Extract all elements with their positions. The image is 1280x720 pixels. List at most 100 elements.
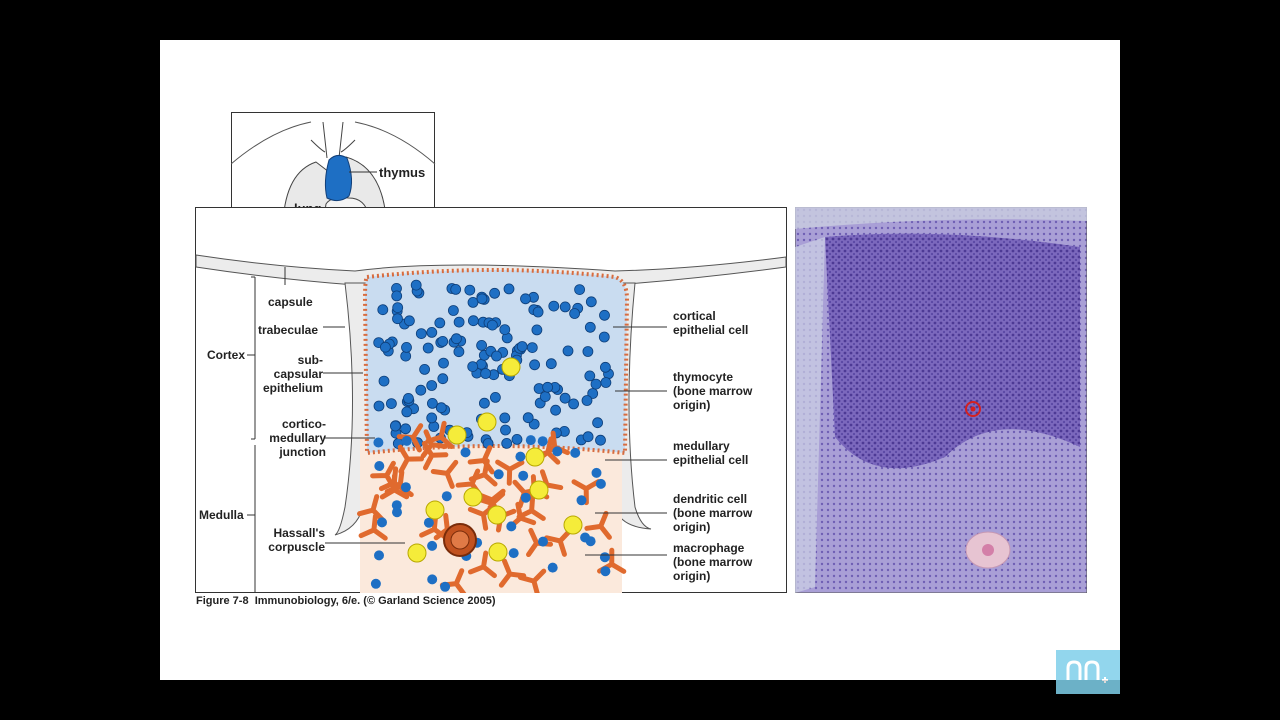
- thymocyte: [378, 375, 390, 387]
- thymocyte: [532, 306, 544, 318]
- thymocyte: [503, 283, 515, 295]
- thymocyte: [531, 324, 543, 336]
- medullary-epithelial-cell: [430, 459, 459, 489]
- medullary-epithelial-network: [357, 420, 627, 593]
- thymocyte: [391, 290, 403, 302]
- thymocyte: [489, 287, 501, 299]
- thymocyte: [525, 435, 536, 446]
- thymocyte: [476, 293, 488, 305]
- thymocyte: [537, 436, 548, 447]
- medullary-epithelial-cell: [421, 441, 449, 471]
- thymocyte: [516, 341, 528, 352]
- thymus-organ: [324, 154, 353, 202]
- thymocyte: [584, 321, 596, 333]
- thymocyte: [545, 358, 557, 370]
- thymocyte: [584, 370, 596, 382]
- thymocyte: [437, 373, 449, 385]
- thymocyte: [467, 315, 479, 327]
- label-thymus: thymus: [379, 165, 426, 180]
- label-medulla: Medulla: [199, 508, 244, 522]
- thymocyte: [515, 451, 526, 462]
- thymocyte: [447, 305, 459, 316]
- thymocyte: [590, 378, 602, 390]
- thymocyte: [559, 301, 571, 313]
- thymocyte: [598, 331, 610, 343]
- thymocyte: [435, 402, 447, 414]
- thymocyte: [373, 400, 385, 412]
- medullary-epithelial-cell: [584, 510, 612, 540]
- thymocyte: [422, 342, 434, 354]
- thymocyte: [400, 423, 412, 435]
- thymocyte: [410, 279, 422, 291]
- thymocyte: [600, 566, 611, 577]
- thymocyte: [562, 345, 574, 357]
- medullary-epithelial-cell: [425, 420, 454, 450]
- thymocyte: [419, 363, 431, 375]
- dendritic-cell: [487, 505, 507, 525]
- thymocyte: [426, 397, 438, 409]
- thymocyte: [423, 517, 434, 528]
- thymocyte: [576, 495, 587, 506]
- label-cortex: Cortex: [207, 348, 246, 362]
- dendritic-cells: [407, 357, 583, 563]
- cursor-marker: [965, 401, 981, 417]
- dendritic-cell: [501, 357, 521, 377]
- thymocyte: [506, 521, 517, 532]
- thymocyte: [587, 388, 599, 399]
- thymocyte: [401, 341, 412, 353]
- thymocyte: [392, 507, 402, 518]
- dendritic-cell: [529, 480, 549, 500]
- thymocyte: [599, 552, 610, 563]
- thymocyte: [591, 467, 602, 478]
- medullary-epithelial-cell: [358, 513, 388, 541]
- thymocyte: [374, 550, 384, 561]
- thymocyte: [570, 447, 581, 458]
- thymocyte: [426, 412, 438, 424]
- thymocyte: [401, 406, 413, 418]
- dendritic-cell: [447, 425, 467, 445]
- dendritic-cell: [463, 487, 483, 507]
- medullary-epithelial-cell: [468, 458, 498, 487]
- thymocyte: [529, 359, 541, 371]
- thymocyte: [392, 313, 403, 325]
- thymocyte: [559, 392, 571, 404]
- thymocyte: [373, 437, 384, 448]
- thymocyte: [489, 391, 501, 403]
- thymocyte: [574, 284, 586, 295]
- histology-micrograph: [795, 207, 1087, 593]
- thymocyte: [526, 342, 538, 354]
- thymocyte: [437, 335, 449, 347]
- thymocyte: [427, 574, 438, 585]
- medullary-epithelial-cell: [498, 558, 527, 588]
- thymocyte: [486, 319, 498, 331]
- thymocyte: [467, 361, 479, 373]
- thymocyte: [538, 536, 548, 547]
- thymocyte: [389, 420, 401, 432]
- thymocyte: [569, 308, 581, 319]
- thymocyte: [552, 446, 563, 457]
- thymocyte: [595, 434, 606, 446]
- thymocyte: [401, 435, 412, 446]
- dendritic-cell: [488, 542, 508, 562]
- label-trabeculae: trabeculae: [258, 323, 319, 337]
- thymocyte: [377, 304, 389, 316]
- thymocyte: [520, 293, 531, 305]
- thymocyte: [426, 380, 438, 391]
- logo-watermark: [1056, 650, 1120, 694]
- thymocyte: [391, 500, 402, 511]
- thymocyte: [460, 447, 471, 458]
- thymocyte: [374, 461, 385, 471]
- dendritic-cell: [477, 412, 497, 432]
- thymocyte: [585, 296, 597, 308]
- thymocyte: [501, 437, 513, 449]
- dendritic-cell: [525, 447, 545, 467]
- thymocyte: [438, 357, 449, 369]
- thymocyte: [582, 346, 594, 357]
- medullary-epithelial-cell: [467, 550, 497, 579]
